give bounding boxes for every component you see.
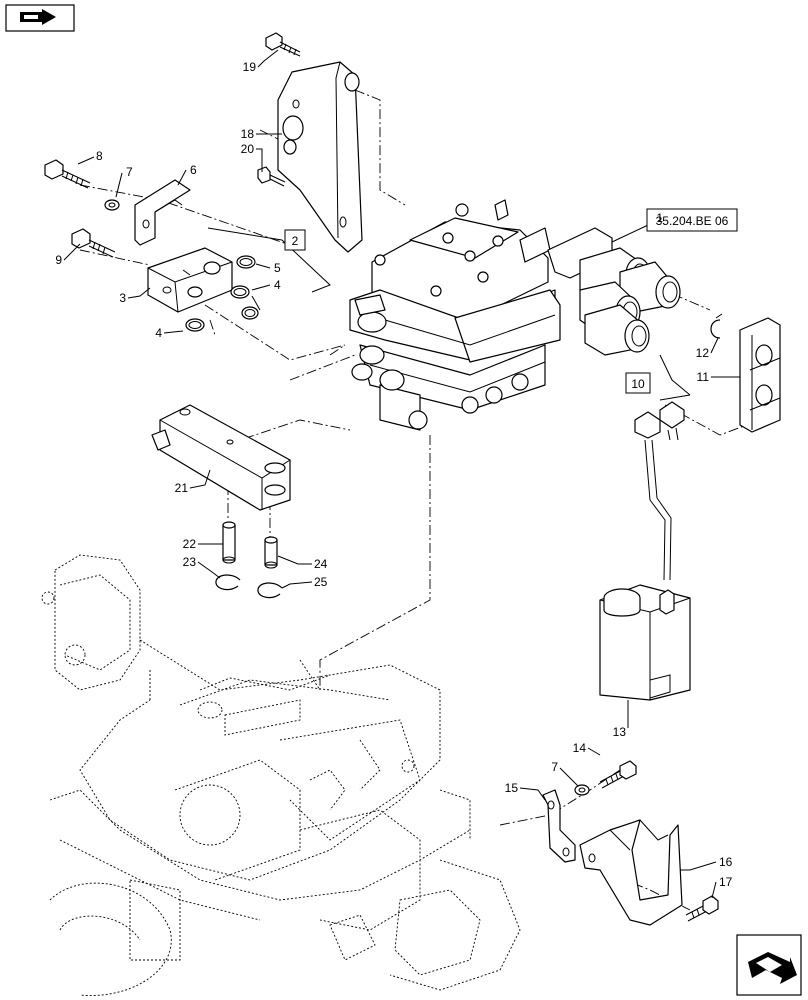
control-valve-1	[349, 199, 681, 431]
group-box-2[interactable]: 2	[284, 229, 306, 251]
bracket-15	[542, 789, 576, 863]
washer-7-lower	[574, 784, 590, 796]
callout-16: 16	[719, 855, 733, 869]
callout-17: 17	[719, 875, 733, 889]
o-rings-4-5	[185, 255, 259, 332]
lever-arm-21	[151, 404, 291, 511]
callout-11: 11	[697, 370, 710, 384]
next-page-arrow-icon[interactable]	[736, 934, 802, 996]
bolt-9	[71, 228, 116, 258]
group-2-bracket	[207, 227, 331, 293]
callout-5: 5	[274, 261, 281, 275]
callout-21: 21	[175, 481, 189, 495]
callout-18: 18	[241, 127, 255, 141]
svg-text:35.204.BE 06: 35.204.BE 06	[656, 214, 729, 228]
callout-numbers: 1 3 4 4 5 6 7 7 8 9 11 12 13 14 15 16 17…	[55, 60, 732, 889]
callout-3: 3	[119, 291, 126, 305]
callout-19: 19	[243, 60, 257, 74]
bolt-8	[44, 159, 91, 189]
reservoir-13	[599, 584, 691, 701]
group-10-lines	[659, 354, 691, 401]
callout-24: 24	[314, 557, 328, 571]
callout-12: 12	[696, 346, 710, 360]
bracket-plate-18	[277, 61, 363, 253]
reference-box[interactable]: 35.204.BE 06	[646, 208, 738, 232]
callout-7-lower: 7	[551, 760, 558, 774]
previous-page-arrow-icon[interactable]	[5, 4, 75, 32]
callout-13: 13	[613, 725, 627, 739]
svg-text:10: 10	[631, 377, 645, 391]
callout-20: 20	[241, 142, 255, 156]
callout-25: 25	[314, 575, 328, 589]
bolt-14	[599, 760, 637, 789]
callout-7-upper: 7	[126, 165, 133, 179]
e-clip-23	[215, 574, 241, 591]
clip-6	[134, 179, 191, 246]
callout-23: 23	[183, 555, 197, 569]
circlip-12	[710, 313, 723, 339]
callout-6: 6	[190, 163, 197, 177]
callout-14: 14	[573, 741, 587, 755]
callout-1: 1	[656, 211, 663, 225]
e-clip-25	[257, 582, 283, 599]
strap-16	[579, 819, 683, 926]
callout-8: 8	[96, 149, 103, 163]
bolt-17	[685, 895, 719, 922]
pin-22	[222, 521, 236, 564]
valve-block-3	[147, 247, 233, 313]
pin-24	[264, 536, 278, 569]
callout-4a: 4	[274, 278, 281, 292]
callout-leaders	[63, 49, 740, 899]
callout-15: 15	[505, 781, 519, 795]
bolt-19	[265, 32, 301, 57]
dust-cap-holder-11	[739, 317, 781, 433]
callout-9: 9	[55, 253, 62, 267]
svg-text:2: 2	[292, 234, 299, 248]
coupler-fittings	[579, 247, 681, 356]
washer-7-upper	[104, 199, 120, 211]
callout-4b: 4	[155, 326, 162, 340]
tractor-housing-outline	[41, 554, 521, 996]
callout-22: 22	[183, 537, 197, 551]
screw-20	[257, 166, 286, 187]
group-box-10[interactable]: 10	[625, 372, 651, 394]
breather-pipe	[634, 401, 685, 581]
